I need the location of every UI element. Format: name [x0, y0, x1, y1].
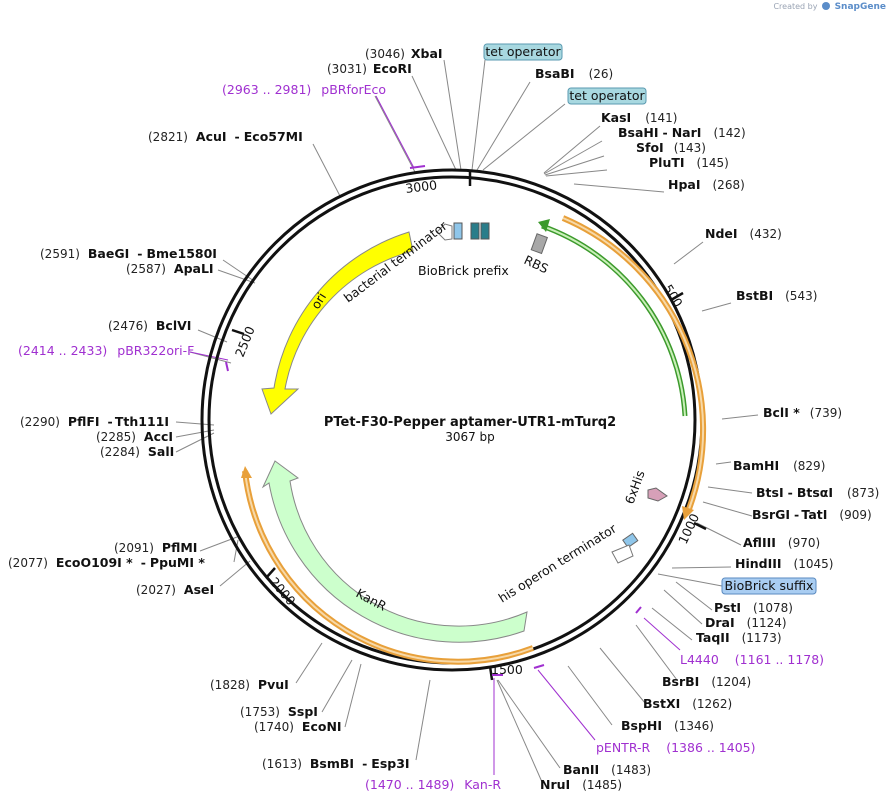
tet-operator-tag-1-label: tet operator — [485, 44, 561, 59]
tick-label-2500: 2500 — [232, 324, 258, 359]
site-kasi[interactable]: KasI(141) — [601, 110, 678, 125]
primer-pentr-r[interactable]: pENTR-R(1386 .. 1405) — [596, 740, 755, 755]
site-sali[interactable]: (2284)SalI — [100, 444, 174, 459]
site-bcli[interactable]: BclI *(739) — [763, 405, 842, 420]
site-afliii[interactable]: AflIII(970) — [743, 535, 820, 550]
rbs-box — [530, 233, 549, 255]
site-sfoi[interactable]: SfoI(143) — [636, 140, 706, 155]
site-bclvi[interactable]: (2476)BclVI — [108, 318, 191, 333]
cds-green-arrowhead — [538, 219, 550, 232]
site-xbai[interactable]: (3046)XbaI — [365, 46, 443, 61]
ori-label: ori — [308, 290, 329, 312]
tet-operator-tag-1[interactable] — [483, 43, 563, 61]
site-asei[interactable]: (2027)AseI — [136, 582, 214, 597]
site-pvui[interactable]: (1828)PvuI — [210, 677, 289, 692]
his-terminator-arrow — [611, 544, 634, 564]
site-nrui[interactable]: NruI(1485) — [540, 777, 622, 792]
map-title: PTet-F30-Pepper aptamer-UTR1-mTurq2 — [324, 415, 616, 430]
site-psti[interactable]: PstI(1078) — [714, 600, 793, 615]
kan-outline-core — [244, 470, 534, 663]
biobrick-suffix-tag[interactable] — [721, 577, 817, 595]
site-sspi[interactable]: (1753)SspI — [240, 704, 318, 719]
cds-arrowhead — [682, 506, 694, 520]
snapgene-credit: Created by SnapGene — [773, 2, 886, 12]
site-bsphi[interactable]: BspHI(1346) — [621, 718, 714, 733]
primer-pbrforeco[interactable]: (2963 .. 2981)pBRforEco — [222, 82, 386, 97]
site-bsmbi-esp3i[interactable]: (1613)BsmBI-Esp3I — [262, 756, 410, 771]
site-bstxi[interactable]: BstXI(1262) — [643, 696, 732, 711]
site-labels: (3046)XbaI (3031)EcoRI BsaBI(26) KasI(14… — [8, 46, 879, 792]
tick-label-3000: 3000 — [405, 177, 438, 196]
site-leader-lines — [175, 59, 759, 783]
kanr-arrow — [261, 460, 528, 643]
map-size: 3067 bp — [445, 430, 495, 444]
site-pflmi[interactable]: (2091)PflMI — [114, 540, 197, 555]
site-bstbi[interactable]: BstBI(543) — [736, 288, 817, 303]
tet-operator-tag-2-label: tet operator — [569, 88, 645, 103]
boxed-labels: tet operator tet operator BioBrick suffi… — [483, 43, 817, 595]
ori-arrow — [261, 231, 414, 415]
site-pflfi-tth111i[interactable]: (2290)PflFI-Tth111I — [20, 414, 169, 429]
primer-marks — [225, 165, 642, 676]
primer-leader-lines — [189, 95, 681, 775]
biobrick-prefix-box — [453, 222, 463, 240]
site-hindiii[interactable]: HindIII(1045) — [735, 556, 833, 571]
primer-labels: (2963 .. 2981)pBRforEco (2414 .. 2433)pB… — [18, 82, 824, 792]
primer-pbr322ori-f[interactable]: (2414 .. 2433)pBR322ori-F — [18, 343, 194, 358]
site-ndei[interactable]: NdeI(432) — [705, 226, 782, 241]
biobrick-prefix-label: BioBrick prefix — [418, 263, 509, 278]
his-tag-arrow — [647, 487, 668, 502]
his-terminator-box — [622, 532, 639, 549]
site-bsrbi[interactable]: BsrBI(1204) — [662, 674, 751, 689]
cds-green-core — [541, 225, 686, 417]
tick-label-1000: 1000 — [675, 511, 702, 546]
site-bamhi[interactable]: BamHI(829) — [733, 458, 825, 473]
site-bsahi-nari[interactable]: BsaHI-NarI(142) — [618, 125, 746, 140]
site-hpai[interactable]: HpaI(268) — [668, 177, 745, 192]
site-baegi-bme1580i[interactable]: (2591)BaeGI-Bme1580I — [40, 246, 217, 261]
tick-label-1500: 1500 — [491, 662, 523, 677]
site-taqii[interactable]: TaqII(1173) — [696, 630, 782, 645]
site-ecori[interactable]: (3031)EcoRI — [327, 61, 412, 76]
site-pluti[interactable]: PluTI(145) — [649, 155, 729, 170]
tet-operator-tag-2[interactable] — [567, 87, 647, 105]
site-bsabi[interactable]: BsaBI(26) — [535, 66, 613, 81]
site-acci[interactable]: (2285)AccI — [96, 429, 173, 444]
site-btsi[interactable]: BtsI-BtsαI(873) — [756, 485, 879, 500]
site-eco0109i-ppumi[interactable]: (2077)EcoO109I *-PpuMI * — [8, 555, 205, 570]
his-tag-label: 6xHis — [622, 468, 648, 506]
snapgene-logo-icon — [822, 2, 831, 10]
primer-kan-r[interactable]: (1470 .. 1489)Kan-R — [365, 777, 501, 792]
site-apali[interactable]: (2587)ApaLI — [126, 261, 214, 276]
cds-outline-outer-core — [562, 217, 705, 510]
site-bsrgi-tati[interactable]: BsrGI-TatI(909) — [752, 507, 872, 522]
cds-outline-outer — [561, 215, 707, 511]
site-econi[interactable]: (1740)EcoNI — [254, 719, 342, 734]
site-acui-eco57mi[interactable]: (2821)AcuI-Eco57MI — [148, 129, 303, 144]
kan-outline-arrowhead — [241, 466, 252, 478]
rbs-label: RBS — [522, 252, 551, 276]
position-ticks — [231, 172, 707, 681]
credit-brand: SnapGene — [834, 2, 886, 12]
bacterial-terminator-arrow — [436, 223, 453, 241]
tet-operator-box-2 — [480, 222, 490, 240]
his-terminator-label: his operon terminator — [496, 520, 620, 605]
credit-prefix: Created by — [773, 2, 818, 11]
site-banii[interactable]: BanII(1483) — [563, 762, 651, 777]
cds-green-line — [541, 223, 688, 417]
primer-l4440[interactable]: L4440(1161 .. 1178) — [680, 652, 824, 667]
tet-operator-box-1 — [470, 222, 480, 240]
site-drai[interactable]: DraI(1124) — [705, 615, 787, 630]
biobrick-suffix-tag-label: BioBrick suffix — [725, 578, 814, 593]
